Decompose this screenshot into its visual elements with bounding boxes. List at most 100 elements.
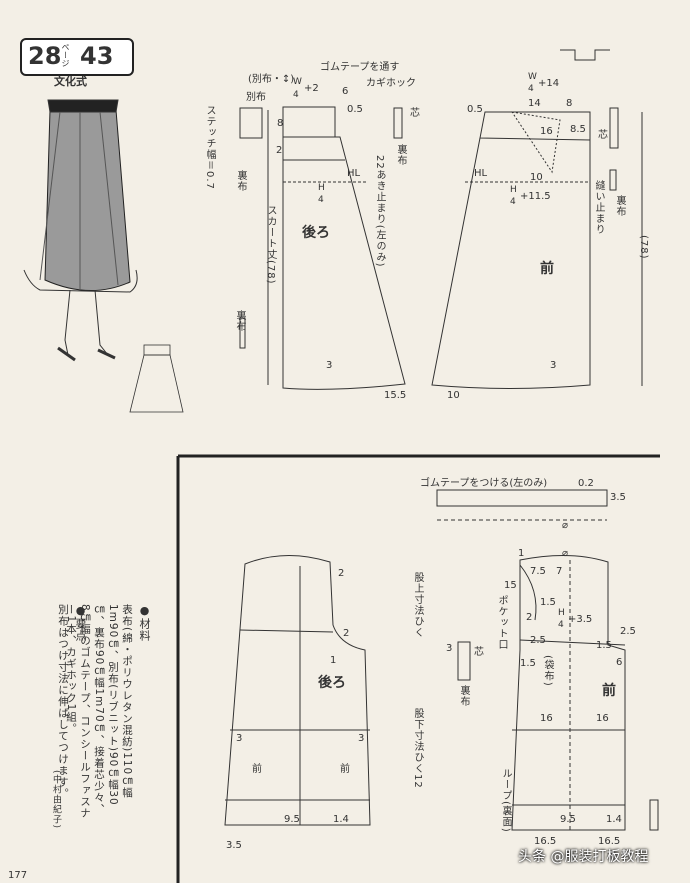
pants-back-dim-3b: 3	[358, 733, 365, 744]
pants-front-h-den: 4	[558, 620, 564, 630]
skirt-front-dim-3: 3	[550, 360, 557, 371]
skirt-w-den: 4	[293, 90, 299, 100]
skirt-hook-note: カギホック	[366, 78, 416, 89]
pants-front-dim-6: 6	[616, 657, 623, 668]
rise-note: 股上寸法ひく	[412, 572, 423, 638]
page-unit: ページ	[61, 43, 70, 67]
pants-front-dim-15d: 1.5	[596, 640, 612, 651]
skirt-front-dim-16: 16	[540, 126, 553, 137]
skirt-back-hl: HL	[347, 168, 361, 179]
skirt-front-h-plus: +11.5	[520, 191, 551, 202]
pants-front-dim-165b: 16.5	[598, 836, 621, 847]
skirt-open-end: 22あき止まり(左のみ)	[374, 155, 385, 268]
skirt-front-dim-10b: 10	[447, 390, 460, 401]
skirt-front-length: (78)	[638, 235, 649, 260]
pants-front-dim-14: 1.4	[606, 814, 622, 825]
skirt-front-w-plus: +14	[538, 78, 560, 89]
skirt-dim-05: 0.5	[347, 104, 363, 115]
pants-front-dim-16a: 16	[540, 713, 553, 724]
pants-back-dim-1: 1	[330, 655, 337, 666]
pants-back-dim-14: 1.4	[333, 814, 349, 825]
skirt-front-h-num: H	[510, 185, 517, 195]
skirt-elastic-note: ゴムテープを通す	[320, 62, 400, 73]
pants-front-core: 芯	[474, 647, 484, 658]
skirt-front-label: 前	[540, 261, 554, 277]
skirt-belt-label: (別布・↕)	[248, 74, 295, 85]
elastic-sym: ⌀	[562, 520, 569, 531]
pants-back-mae2: 前	[340, 764, 350, 775]
pants-front-loop: ループ(裏面)	[500, 768, 511, 833]
skirt-thumbnail	[129, 344, 184, 413]
skirt-back-dim-155: 15.5	[384, 390, 407, 401]
publisher-label: 文化式	[54, 75, 87, 88]
pants-back-dim-95: 9.5	[284, 814, 300, 825]
elastic-note: ゴムテープをつける(左のみ)	[420, 478, 548, 489]
skirt-front-stitch-stop: 縫い止まり	[593, 180, 604, 235]
pants-front-dim-16b: 16	[596, 713, 609, 724]
watermark: 头条 @服装打板教程	[518, 849, 649, 865]
pants-back-mae: 前	[252, 764, 262, 775]
skirt-front-dim-85: 8.5	[570, 124, 586, 135]
pants-front-bag: (袋布)	[542, 655, 553, 687]
materials-body: 表布(綿・ポリウレタン混紡)110㎝幅1m90㎝、別布(リブニット)90㎝幅30…	[65, 604, 133, 819]
pants-front-dim-75: 7.5	[530, 566, 546, 577]
pants-front-dim-95: 9.5	[560, 814, 576, 825]
skirt-front-dim-14: 14	[528, 98, 541, 109]
page-number: 28	[28, 42, 62, 70]
skirt-lining-note3: 裏布	[395, 144, 406, 166]
skirt-stitch-note: ステッチ幅＝0.7	[204, 105, 215, 190]
skirt-back-label: 後ろ	[302, 225, 330, 241]
pants-front-dim-15b: 1.5	[540, 597, 556, 608]
skirt-belt-label2: 別布	[246, 92, 266, 103]
skirt-back-h-den: 4	[318, 195, 324, 205]
skirt-front-w-den: 4	[528, 84, 534, 94]
skirt-front-w-num: W	[528, 72, 537, 82]
pants-back-label: 後ろ	[318, 675, 346, 691]
pants-back-dim-3a: 3	[236, 733, 243, 744]
pants-front-label: 前	[602, 683, 616, 699]
skirt-lining-note2: 裏布	[234, 310, 245, 332]
point-title: ●要点	[74, 604, 87, 642]
skirt-front-hl: HL	[474, 168, 488, 179]
skirt-front-dim-10a: 10	[530, 172, 543, 183]
skirt-front-lining: 裏布	[614, 195, 625, 217]
design-number: 43	[80, 42, 114, 70]
pants-back-pattern	[224, 555, 371, 826]
pants-back-dim-2b: 2	[343, 628, 350, 639]
skirt-front-dim-8: 8	[566, 98, 573, 109]
pants-front-lining: 裏布	[458, 685, 469, 707]
pants-back-dim-2a: 2	[338, 568, 345, 579]
pants-front-dim-165a: 16.5	[534, 836, 557, 847]
pants-front-dim-25b: 2.5	[620, 626, 636, 637]
pants-front-pocket: ポケット口	[496, 595, 507, 650]
skirt-length: スカート丈(78)	[265, 205, 276, 285]
skirt-front-core: 芯	[598, 130, 608, 141]
skirt-front-dim-05: 0.5	[467, 104, 483, 115]
elastic-dim-02: 0.2	[578, 478, 594, 489]
author: (中村由紀子)	[51, 770, 61, 830]
point-body: 別布はつけ寸法に伸ばしてつけます。	[57, 604, 69, 800]
pants-front-pattern	[457, 555, 659, 831]
skirt-back-h-num: H	[318, 183, 325, 193]
materials-title: ●材料	[138, 604, 151, 642]
pants-front-dim-3: 3	[446, 643, 453, 654]
page-footer-number: 177	[8, 870, 28, 881]
skirt-core: 芯	[410, 108, 420, 119]
pants-front-dim-15: 15	[504, 580, 517, 591]
pants-front-h-plus: +3.5	[568, 614, 593, 625]
skirt-dim-2: 2	[276, 145, 283, 156]
skirt-lining-note: 裏布	[235, 170, 246, 192]
pants-back-dim-35: 3.5	[226, 840, 242, 851]
pants-front-sym: ⌀	[562, 548, 569, 559]
skirt-back-dim-3: 3	[326, 360, 333, 371]
skirt-front-h-den: 4	[510, 197, 516, 207]
pants-front-dim-7: 7	[556, 566, 563, 577]
skirt-front-pattern	[431, 49, 643, 389]
inseam-note: 股下寸法ひく12	[412, 708, 423, 789]
skirt-w-num: W	[293, 77, 302, 87]
skirt-dim-8: 8	[277, 118, 284, 129]
pants-front-dim-2: 2	[526, 612, 533, 623]
elastic-strip	[436, 489, 608, 521]
page-badge: 28 ページ 43	[20, 38, 134, 76]
